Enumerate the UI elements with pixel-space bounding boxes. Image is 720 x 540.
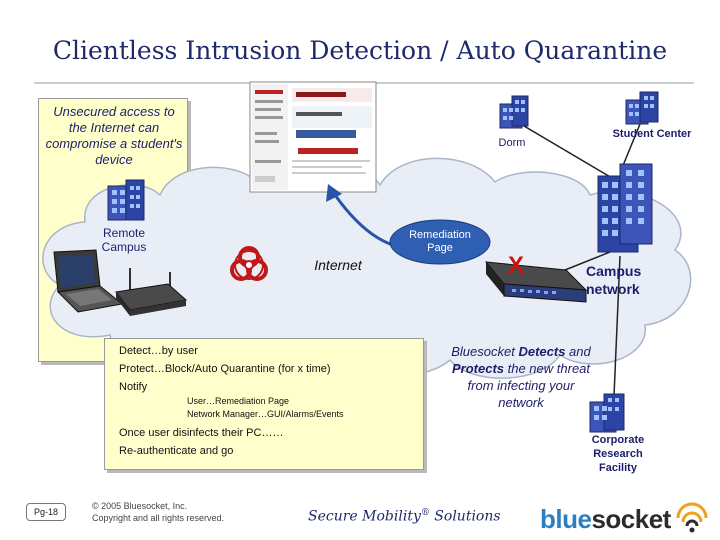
page-number: Pg-18 [26, 503, 66, 521]
disinfect-line: Once user disinfects their PC…… [119, 427, 284, 439]
wifi-signal-icon [676, 502, 708, 533]
detect-protect-notify-box: Detect…by user Protect…Block/Auto Quaran… [104, 338, 424, 470]
internet-label: Internet [314, 257, 362, 273]
access-point-icon [115, 268, 188, 316]
student-center-label: Student Center [612, 128, 692, 140]
dorm-label: Dorm [498, 137, 526, 149]
laptop-icon [53, 249, 124, 313]
corporate-research-label: Corporate Research Facility [591, 434, 645, 474]
remediation-page-screenshot [249, 81, 377, 193]
slide-title: Clientless Intrusion Detection / Auto Qu… [52, 36, 668, 65]
bluesocket-gateway-icon [484, 261, 588, 303]
detect-line: Detect…by user [119, 345, 198, 357]
corporate-research-building-icon [589, 393, 625, 433]
remediation-page-label: Remediation Page [409, 229, 471, 254]
copyright-notice: © 2005 Bluesocket, Inc. Copyright and al… [92, 501, 225, 523]
protect-line: Protect…Block/Auto Quarantine (for x tim… [119, 363, 331, 375]
notify-user-item: User…Remediation Page [187, 396, 290, 406]
bluesocket-logo: bluesocket [540, 504, 671, 534]
network-links [523, 123, 641, 397]
remote-campus-label: Remote Campus [101, 226, 147, 254]
campus-network-building-icon [597, 163, 653, 253]
remote-campus-building-icon [107, 179, 145, 221]
bluesocket-statement: Bluesocket Detects and Protects the new … [451, 344, 591, 410]
remediation-page-bubble [389, 219, 491, 265]
campus-network-label: Campus network [586, 263, 642, 297]
notify-line: Notify [119, 381, 148, 393]
student-center-building-icon [625, 91, 659, 125]
unsecured-access-text: Unsecured access to the Internet can com… [45, 104, 183, 167]
biohazard-icon [230, 246, 268, 281]
dorm-building-icon [499, 95, 529, 129]
blocked-x-mark: X [508, 252, 525, 279]
tagline: Secure Mobility® Solutions [308, 508, 501, 525]
notify-manager-item: Network Manager…GUI/Alarms/Events [187, 409, 344, 419]
reauthenticate-line: Re-authenticate and go [119, 445, 234, 457]
